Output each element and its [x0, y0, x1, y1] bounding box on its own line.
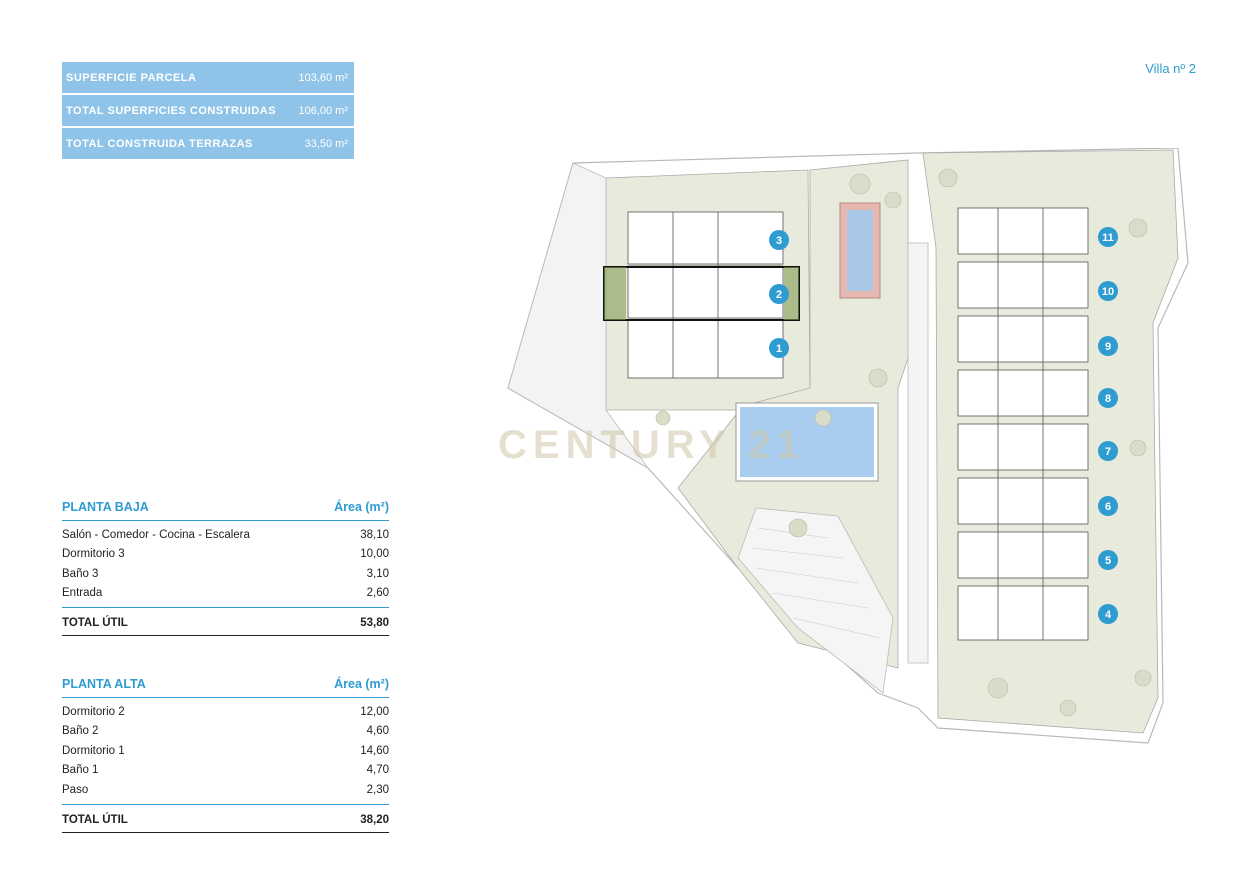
villa-marker-6: 6	[1098, 496, 1118, 516]
marker-number: 9	[1105, 341, 1111, 353]
villa-marker-3: 3	[769, 230, 789, 250]
room-area: 10,00	[360, 548, 389, 561]
room-name: Entrada	[62, 587, 103, 600]
table-row: Dormitorio 1 14,60	[62, 741, 389, 761]
marker-number: 2	[776, 289, 782, 301]
marker-number: 1	[776, 343, 782, 355]
villa-marker-10: 10	[1098, 281, 1118, 301]
table-row: Dormitorio 3 10,00	[62, 545, 389, 565]
room-name: Dormitorio 2	[62, 705, 125, 718]
room-name: Dormitorio 1	[62, 744, 125, 757]
total-label: TOTAL ÚTIL	[62, 813, 128, 826]
total-row: TOTAL ÚTIL 53,80	[62, 608, 389, 636]
villa-2-garden	[604, 267, 626, 320]
parking-area	[737, 507, 894, 694]
room-area: 2,60	[366, 587, 389, 600]
summary-value: 103,60 m²	[298, 71, 348, 84]
marker-number: 8	[1105, 393, 1111, 405]
marker-circle	[769, 338, 789, 358]
marker-number: 5	[1105, 555, 1111, 567]
table-title: PLANTA ALTA	[62, 677, 146, 691]
small-pool-water	[847, 210, 873, 291]
marker-number: 7	[1105, 446, 1111, 458]
room-area: 38,10	[360, 528, 389, 541]
marker-circle	[1098, 388, 1118, 408]
marker-circle	[1098, 281, 1118, 301]
table-row: Baño 2 4,60	[62, 722, 389, 742]
marker-circle	[1098, 550, 1118, 570]
room-area: 4,70	[366, 764, 389, 777]
total-value: 53,80	[360, 617, 389, 629]
room-area: 12,00	[360, 705, 389, 718]
summary-row-construidas: TOTAL SUPERFICIES CONSTRUIDAS 106,00 m²	[62, 95, 354, 126]
marker-circle	[1098, 496, 1118, 516]
villa-2-terrace	[784, 267, 799, 320]
villa-marker-2: 2	[769, 284, 789, 304]
summary-label: TOTAL SUPERFICIES CONSTRUIDAS	[66, 104, 277, 117]
villa-marker-9: 9	[1098, 336, 1118, 356]
room-area: 2,30	[366, 783, 389, 796]
villa-marker-1: 1	[769, 338, 789, 358]
summary-value: 33,50 m²	[304, 137, 348, 150]
marker-circle	[1098, 441, 1118, 461]
table-row: Baño 3 3,10	[62, 564, 389, 584]
villa-marker-7: 7	[1098, 441, 1118, 461]
room-name: Dormitorio 3	[62, 548, 125, 561]
room-area: 3,10	[366, 567, 389, 580]
area-column-header: Área (m²)	[334, 500, 389, 514]
table-title: PLANTA BAJA	[62, 500, 149, 514]
room-name: Baño 1	[62, 764, 99, 777]
marker-number: 11	[1102, 232, 1114, 244]
villa-marker-4: 4	[1098, 604, 1118, 624]
summary-label: TOTAL CONSTRUIDA TERRAZAS	[66, 137, 253, 150]
block-villas-4-11	[957, 207, 1089, 641]
planta-alta-header: PLANTA ALTA Área (m²)	[62, 677, 389, 698]
summary-label: SUPERFICIE PARCELA	[66, 71, 197, 84]
total-value: 38,20	[360, 813, 389, 826]
summary-row-parcela: SUPERFICIE PARCELA 103,60 m²	[62, 62, 354, 93]
marker-number: 6	[1105, 501, 1111, 513]
marker-number: 4	[1105, 609, 1112, 621]
room-area: 14,60	[360, 744, 389, 757]
surface-summary: SUPERFICIE PARCELA 103,60 m² TOTAL SUPER…	[62, 62, 354, 161]
table-row: Baño 1 4,70	[62, 761, 389, 781]
total-row: TOTAL ÚTIL 38,20	[62, 805, 389, 833]
villa-markers: 1 2 3 4 5 6 7 8 9 10 11	[769, 227, 1118, 624]
room-name: Salón - Comedor - Cocina - Escalera	[62, 528, 250, 541]
planta-baja-table: PLANTA BAJA Área (m²) Salón - Comedor - …	[62, 500, 389, 636]
marker-circle	[769, 230, 789, 250]
area-column-header: Área (m²)	[334, 677, 389, 691]
villa-marker-5: 5	[1098, 550, 1118, 570]
room-area: 4,60	[366, 725, 389, 738]
room-name: Paso	[62, 783, 89, 796]
table-row: Entrada 2,60	[62, 584, 389, 604]
marker-number: 10	[1102, 286, 1114, 298]
block-villas-1-3	[627, 211, 784, 379]
summary-row-terrazas: TOTAL CONSTRUIDA TERRAZAS 33,50 m²	[62, 128, 354, 159]
marker-number: 3	[776, 235, 782, 247]
table-row: Salón - Comedor - Cocina - Escalera 38,10	[62, 525, 389, 545]
marker-circle	[769, 284, 789, 304]
marker-circle	[1098, 336, 1118, 356]
marker-circle	[1098, 604, 1118, 624]
access-area	[507, 162, 649, 469]
villa-label: Villa nº 2	[1145, 61, 1196, 76]
walkway	[907, 242, 929, 664]
table-row: Paso 2,30	[62, 780, 389, 800]
summary-value: 106,00 m²	[298, 104, 348, 117]
villa-marker-8: 8	[1098, 388, 1118, 408]
villa-marker-11: 11	[1098, 227, 1118, 247]
marker-circle	[1098, 227, 1118, 247]
planta-baja-header: PLANTA BAJA Área (m²)	[62, 500, 389, 521]
total-label: TOTAL ÚTIL	[62, 617, 128, 629]
trees	[655, 168, 1152, 717]
main-pool-water	[740, 407, 874, 477]
room-name: Baño 2	[62, 725, 99, 738]
table-row: Dormitorio 2 12,00	[62, 702, 389, 722]
room-name: Baño 3	[62, 567, 99, 580]
watermark: CENTURY 21	[498, 423, 805, 467]
